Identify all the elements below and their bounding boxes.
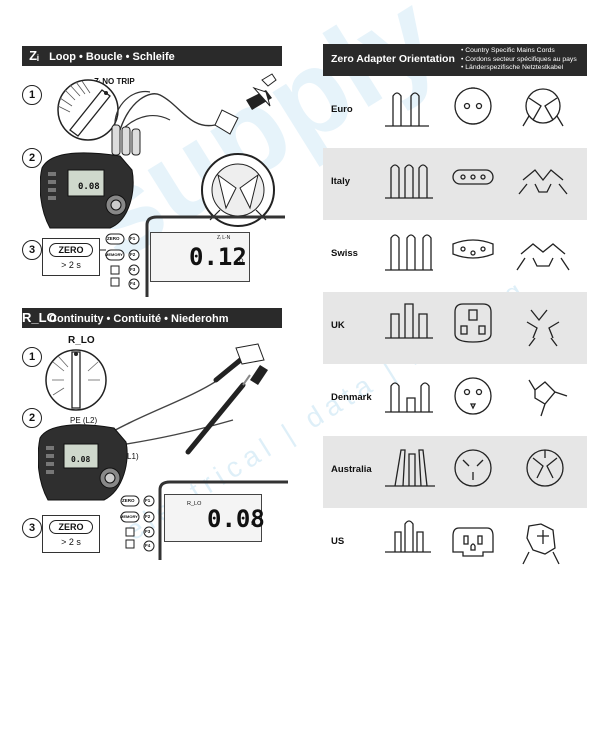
continuity-title: Continuity • Contiuité • Niederohm [49, 313, 229, 325]
continuity-lcd-small: R_LO [187, 501, 202, 507]
continuity-header: R_LO Continuity • Contiuité • Niederohm [22, 308, 282, 328]
continuity-symbol: R_LO [22, 310, 57, 325]
loop-step-1: 1 [22, 85, 42, 105]
adapter-header: Zero Adapter Orientation • Country Speci… [323, 44, 587, 76]
swiss-plug-drawings [385, 234, 570, 271]
loop-meter-display: 0.08 [78, 182, 100, 192]
continuity-key-f4[interactable]: F4 [145, 543, 151, 548]
loop-illustration [40, 73, 277, 229]
loop-key-f4[interactable]: F4 [130, 281, 136, 286]
loop-keypad [100, 233, 140, 290]
adapter-subtitle-line: • Country Specific Mains Cords [461, 47, 555, 54]
continuity-key-memory[interactable]: MEMORY [120, 514, 138, 519]
loop-step-3: 3 [22, 240, 42, 260]
country-label: US [331, 536, 345, 547]
loop-step-2: 2 [22, 148, 42, 168]
loop-key-memory[interactable]: MEMORY [105, 252, 123, 257]
loop-zero-button[interactable]: ZERO [49, 243, 93, 257]
loop-lcd: Zᵢ L-N 0.12 Ω [150, 232, 250, 282]
adapter-subtitle-line: • Cordons secteur spécifiques au pays [461, 55, 577, 63]
country-label: UK [331, 320, 345, 331]
loop-header: Zᵢ Loop • Boucle • Schleife [22, 46, 282, 66]
loop-title: Loop • Boucle • Schleife [49, 51, 175, 63]
us-plug-drawings [385, 520, 560, 565]
adapter-row-us: US [323, 508, 587, 580]
loop-symbol: Zᵢ [29, 48, 39, 63]
continuity-step-1: 1 [22, 347, 42, 367]
loop-lcd-top: Zᵢ L-N [217, 235, 231, 241]
continuity-lcd-value: 0.08 [207, 505, 265, 533]
continuity-probe-pe: PE (L2) [70, 416, 98, 425]
continuity-dial-label: R_LO [68, 335, 95, 346]
loop-lcd-unit: Ω [239, 259, 244, 265]
country-label: Swiss [331, 248, 358, 259]
euro-plug-drawings [385, 87, 564, 127]
loop-zero-box: ZERO > 2 s [42, 238, 100, 276]
adapter-row-swiss: Swiss [323, 220, 587, 292]
continuity-zero-box: ZERO > 2 s [42, 515, 100, 553]
continuity-key-zero[interactable]: ZERO [122, 498, 135, 503]
adapter-subtitle: • Country Specific Mains Cords • Cordons… [461, 47, 577, 73]
country-label: Denmark [331, 392, 372, 403]
continuity-lcd-unit: Ω [251, 521, 256, 527]
continuity-lcd-frame [158, 480, 288, 560]
continuity-key-f3[interactable]: F3 [145, 529, 151, 534]
denmark-plug-drawings [385, 377, 568, 417]
continuity-step-3: 3 [22, 518, 42, 538]
continuity-meter-display: 0.08 [71, 455, 91, 464]
loop-key-zero[interactable]: ZERO [107, 236, 120, 241]
continuity-illustration [38, 343, 268, 501]
continuity-keypad [120, 495, 155, 552]
loop-lcd-frame [145, 215, 285, 297]
continuity-key-f1[interactable]: F1 [145, 498, 151, 503]
uk-plug-drawings [385, 303, 560, 347]
country-label: Australia [331, 464, 372, 475]
country-label: Italy [331, 176, 351, 187]
adapter-subtitle-line: • Länderspezifische Netztestkabel [461, 64, 564, 71]
loop-key-f1[interactable]: F1 [130, 236, 136, 241]
italy-plug-drawings [385, 164, 568, 199]
continuity-lcd: R_LO 0.08 Ω [164, 494, 265, 542]
continuity-key-f2[interactable]: F2 [145, 514, 151, 519]
adapter-row-italy: Italy [323, 148, 587, 220]
australia-plug-drawings [385, 449, 564, 487]
continuity-probe-l: L (L1) [118, 452, 139, 461]
loop-key-f2[interactable]: F2 [130, 252, 136, 257]
continuity-hold-time: > 2 s [61, 537, 81, 547]
continuity-step-2: 2 [22, 408, 42, 428]
adapter-title: Zero Adapter Orientation [331, 53, 455, 65]
loop-hold-time: > 2 s [61, 260, 81, 270]
continuity-zero-button[interactable]: ZERO [49, 520, 93, 534]
country-label: Euro [331, 104, 353, 115]
loop-dial-label: Zᵢ NO TRIP [94, 77, 135, 86]
adapter-row-uk: UK [323, 292, 587, 364]
adapter-row-denmark: Denmark [323, 364, 587, 436]
adapter-row-euro: Euro [323, 76, 587, 148]
adapter-row-australia: Australia [323, 436, 587, 508]
loop-lcd-value: 0.12 [189, 243, 247, 271]
loop-key-f3[interactable]: F3 [130, 267, 136, 272]
